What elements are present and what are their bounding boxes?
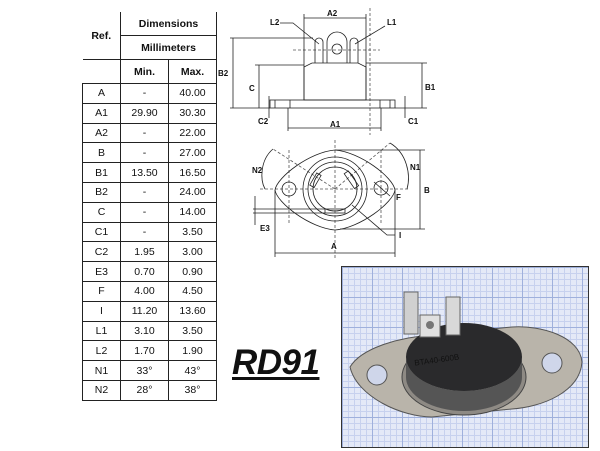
cell-min: - (120, 221, 169, 243)
cell-max: 43° (168, 360, 217, 381)
cell-min: 28° (120, 379, 169, 401)
cell-min: - (120, 83, 169, 104)
table-row: A-40.00 (82, 83, 217, 104)
cell-ref: L2 (82, 340, 121, 362)
cell-ref: F (82, 280, 121, 302)
cell-ref: B2 (82, 181, 121, 203)
label-c: C (249, 84, 255, 93)
cell-max: 22.00 (168, 122, 217, 144)
cell-max: 0.90 (168, 261, 217, 282)
label-a2: A2 (327, 9, 338, 18)
label-b2: B2 (218, 69, 229, 78)
cell-min: 3.10 (120, 320, 169, 342)
label-i: I (399, 231, 401, 240)
cell-ref: A2 (82, 122, 121, 144)
header-dimensions: Dimensions (120, 12, 217, 36)
cell-ref: B (82, 142, 121, 164)
cell-min: 0.70 (120, 261, 169, 282)
header-max: Max. (168, 59, 217, 84)
cell-min: 11.20 (120, 300, 169, 322)
cell-min: 1.70 (120, 340, 169, 362)
cell-ref: C (82, 201, 121, 223)
label-e3: E3 (260, 224, 270, 233)
label-c2: C2 (258, 117, 269, 126)
cell-max: 30.30 (168, 102, 217, 124)
label-f: F (396, 193, 401, 202)
label-a: A (331, 242, 337, 251)
cell-ref: A (82, 83, 121, 104)
header-min: Min. (120, 59, 169, 84)
table-row: C-14.00 (82, 201, 217, 223)
cell-max: 38° (168, 379, 217, 401)
cell-ref: E3 (82, 261, 121, 282)
cell-max: 27.00 (168, 142, 217, 164)
cell-min: 29.90 (120, 102, 169, 124)
label-c1: C1 (408, 117, 419, 126)
label-a1: A1 (330, 120, 341, 129)
cell-min: - (120, 122, 169, 144)
cell-ref: C1 (82, 221, 121, 243)
cell-ref: N2 (82, 379, 121, 401)
label-n1: N1 (410, 163, 421, 172)
cell-ref: A1 (82, 102, 121, 124)
label-n2: N2 (252, 166, 263, 175)
cell-min: 4.00 (120, 280, 169, 302)
header-unit: Millimeters (120, 35, 217, 60)
cell-max: 16.50 (168, 162, 217, 183)
cell-min: 33° (120, 360, 169, 381)
label-b1: B1 (425, 83, 436, 92)
table-row: B2-24.00 (82, 181, 217, 203)
cell-max: 24.00 (168, 181, 217, 203)
table-row: B-27.00 (82, 142, 217, 164)
cell-max: 1.90 (168, 340, 217, 362)
table-row: C1-3.50 (82, 221, 217, 243)
component-image: BTA40-600B (349, 291, 583, 418)
package-title: RD91 (232, 343, 320, 382)
table-row: A2-22.00 (82, 122, 217, 144)
cell-ref: C2 (82, 241, 121, 263)
top-view-drawing: N2 N1 B F E3 I A (252, 140, 430, 260)
side-view-drawing: A2 L2 L1 B2 C B1 C2 C1 A1 (218, 8, 436, 135)
cell-max: 3.00 (168, 241, 217, 263)
header-empty (82, 59, 121, 84)
label-l2: L2 (270, 18, 280, 27)
cell-ref: L1 (82, 320, 121, 342)
cell-max: 4.50 (168, 280, 217, 302)
label-l1: L1 (387, 18, 397, 27)
cell-min: - (120, 142, 169, 164)
cell-min: 1.95 (120, 241, 169, 263)
dimensions-table: Ref. Dimensions Millimeters Min. Max. A-… (82, 12, 217, 401)
cell-min: 13.50 (120, 162, 169, 183)
cell-max: 13.60 (168, 300, 217, 322)
cell-min: - (120, 201, 169, 223)
cell-min: - (120, 181, 169, 203)
cell-ref: I (82, 300, 121, 322)
cell-ref: N1 (82, 360, 121, 381)
cell-ref: B1 (82, 162, 121, 183)
cell-max: 3.50 (168, 221, 217, 243)
header-ref: Ref. (82, 12, 121, 60)
component-photo: BTA40-600B (341, 266, 589, 448)
cell-max: 3.50 (168, 320, 217, 342)
cell-max: 40.00 (168, 83, 217, 104)
cell-max: 14.00 (168, 201, 217, 223)
label-b: B (424, 186, 430, 195)
